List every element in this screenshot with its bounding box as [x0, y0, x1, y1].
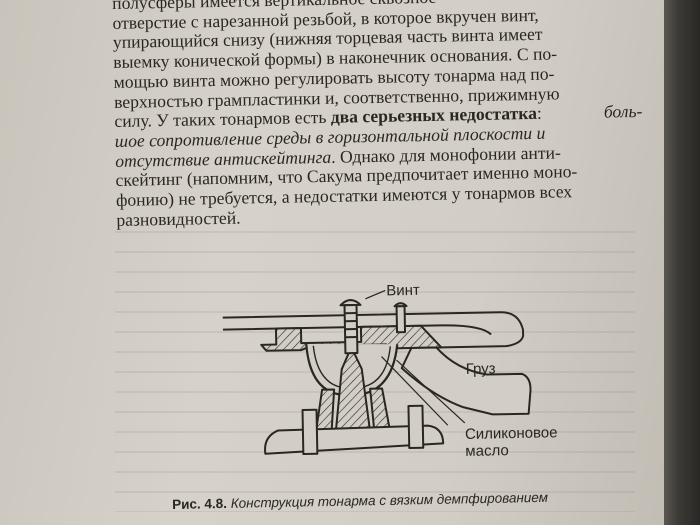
- italic-phrase: боль-: [603, 101, 643, 122]
- leader-silicone: [396, 359, 466, 424]
- tonearm-diagram: Винт Груз Силиконовое масло: [200, 272, 604, 495]
- caption-number: Рис. 4.8.: [172, 495, 228, 512]
- body-text: полусферы имеется вертикальное сквозное …: [112, 0, 644, 230]
- base-foot-left: [301, 408, 319, 456]
- label-weight: Груз: [465, 360, 496, 378]
- screw-head: [339, 299, 362, 307]
- label-silicone-oil: Силиконовое: [464, 424, 558, 443]
- counterweight: [400, 346, 532, 416]
- book-edge-shadow: [664, 0, 700, 525]
- leader-screw: [365, 289, 386, 300]
- label-silicone-oil-2: масло: [465, 442, 509, 460]
- base-foot-right: [407, 404, 425, 450]
- tonearm-drawing: [222, 289, 532, 456]
- book-page: полусферы имеется вертикальное сквозное …: [0, 0, 668, 525]
- label-screw: Винт: [386, 281, 420, 300]
- arm-top-edge: [222, 311, 525, 349]
